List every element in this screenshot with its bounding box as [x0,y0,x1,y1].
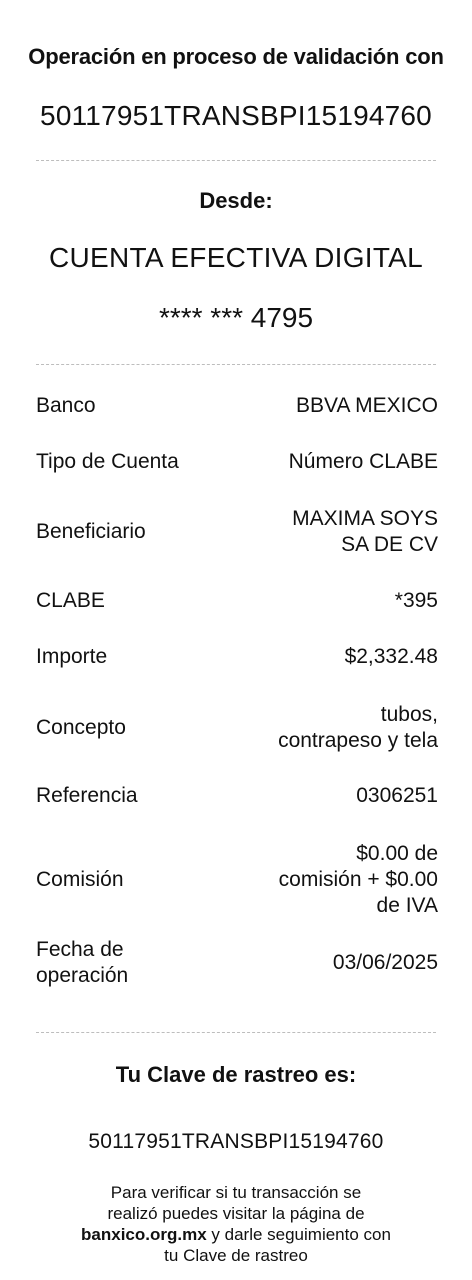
operation-reference: 50117951TRANSBPI15194760 [40,100,432,131]
detail-value: tubos, contrapeso y tela [278,702,438,754]
detail-label-line: Fecha de [36,938,124,961]
verify-line-rest: y darle seguimiento con [206,1225,391,1244]
detail-value: $0.00 de comisión + $0.00 de IVA [279,841,438,919]
trace-key-label: Tu Clave de rastreo es: [115,1062,357,1087]
detail-row-bank: Banco BBVA MEXICO [36,393,438,419]
detail-value: BBVA MEXICO [296,394,438,417]
origin-label: Desde: [199,188,273,213]
detail-label: Referencia [36,784,138,807]
detail-value: $2,332.48 [344,645,438,668]
operation-status-text: Operación en proceso de validación con [28,44,444,69]
detail-value-line: contrapeso y tela [278,729,438,752]
verify-line: realizó puedes visitar la página de [107,1204,365,1223]
detail-value: *395 [394,589,438,612]
detail-value-line: de IVA [376,894,438,917]
detail-label: Importe [36,645,108,668]
divider [36,160,436,161]
verify-line: Para verificar si tu transacción se [110,1183,362,1202]
origin-account-number: **** *** 4795 [158,302,314,333]
trace-key-code: 50117951TRANSBPI15194760 [88,1130,384,1153]
detail-value: 0306251 [356,784,438,807]
verify-line: banxico.org.mx y darle seguimiento con [40,1224,432,1245]
detail-value-line: SA DE CV [341,533,438,556]
detail-row-commission: Comisión $0.00 de comisión + $0.00 de IV… [36,840,438,920]
detail-row-account-type: Tipo de Cuenta Número CLABE [36,449,438,475]
detail-label: Concepto [36,716,126,739]
detail-value-line: comisión + $0.00 [278,868,438,891]
divider [36,1032,436,1033]
detail-row-clabe: CLABE *395 [36,588,438,614]
detail-value: Número CLABE [288,450,438,473]
detail-row-concept: Concepto tubos, contrapeso y tela [36,700,438,756]
detail-row-amount: Importe $2,332.48 [36,644,438,670]
detail-label: Comisión [36,868,124,891]
detail-value-line: MAXIMA SOYS [292,507,438,530]
verify-instructions: Para verificar si tu transacción se real… [40,1182,432,1266]
verify-line: tu Clave de rastreo [164,1246,308,1265]
detail-value-line: $0.00 de [356,842,438,865]
detail-label: CLABE [36,589,105,612]
detail-value: 03/06/2025 [332,951,438,974]
detail-label: Beneficiario [36,520,146,543]
origin-account-name: CUENTA EFECTIVA DIGITAL [48,242,424,273]
detail-label: Banco [36,394,96,417]
detail-row-operation-date: Fecha de operación 03/06/2025 [36,935,438,991]
banxico-link[interactable]: banxico.org.mx [81,1225,207,1244]
detail-label: Fecha de operación [36,937,128,989]
detail-row-beneficiary: Beneficiario MAXIMA SOYS SA DE CV [36,504,438,560]
divider [36,364,436,365]
detail-label-line: operación [36,964,129,987]
detail-value-line: tubos, [380,703,438,726]
detail-row-reference: Referencia 0306251 [36,783,438,809]
detail-label: Tipo de Cuenta [36,450,179,473]
detail-value: MAXIMA SOYS SA DE CV [292,506,438,558]
